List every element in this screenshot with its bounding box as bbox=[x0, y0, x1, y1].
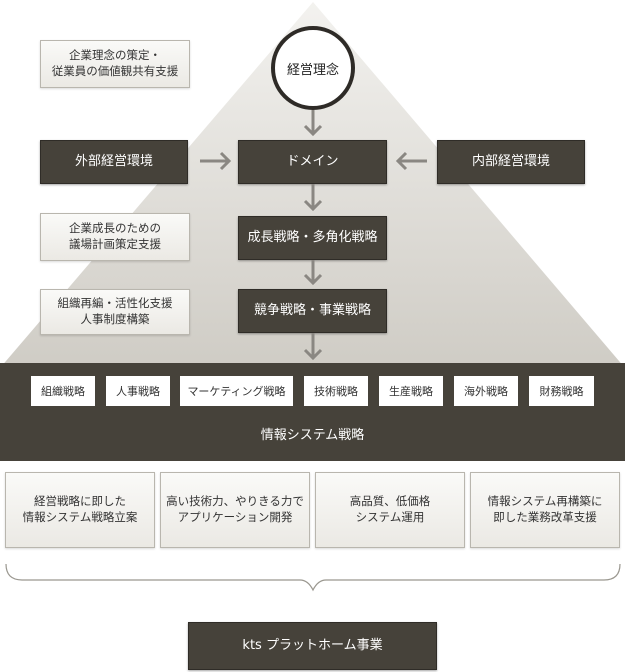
arrowhead-external-to-domain bbox=[219, 151, 232, 171]
arrowhead-competitive-to-band bbox=[303, 348, 323, 361]
arrowhead-philosophy-to-domain bbox=[303, 124, 323, 137]
arrowhead-growth-to-competitive bbox=[303, 273, 323, 286]
strategy-chip-organization: 組織戦略 bbox=[31, 376, 95, 406]
philosophy-support-note: 企業理念の策定・ 従業員の価値観共有支援 bbox=[40, 40, 190, 88]
strategy-chip-overseas: 海外戦略 bbox=[454, 376, 518, 406]
grouping-brace bbox=[5, 563, 621, 592]
domain-box: ドメイン bbox=[238, 140, 387, 184]
service-system-operation: 高品質、低価格 システム運用 bbox=[315, 472, 465, 548]
management-philosophy-circle: 経営理念 bbox=[271, 26, 355, 110]
arrowhead-internal-to-domain bbox=[395, 151, 408, 171]
strategy-chip-finance: 財務戦略 bbox=[529, 376, 594, 406]
reorganization-support-note: 組織再編・活性化支援 人事制度構築 bbox=[40, 289, 190, 335]
strategy-chip-production: 生産戦略 bbox=[379, 376, 443, 406]
information-system-strategy-label: 情報システム戦略 bbox=[260, 428, 365, 443]
external-environment-box: 外部経営環境 bbox=[40, 140, 188, 184]
strategy-chip-hr: 人事戦略 bbox=[106, 376, 170, 406]
service-strategy-planning: 経営戦略に即した 情報システム戦略立案 bbox=[5, 472, 155, 548]
kts-platform-business-box: kts プラットホーム事業 bbox=[188, 622, 437, 670]
arrowhead-domain-to-growth bbox=[303, 199, 323, 212]
management-philosophy-label: 経営理念 bbox=[286, 62, 339, 78]
service-business-reform: 情報システム再構築に 即した業務改革支援 bbox=[470, 472, 620, 548]
competitive-strategy-box: 競争戦略・事業戦略 bbox=[238, 289, 387, 333]
strategy-chip-marketing: マーケティング戦略 bbox=[180, 376, 293, 406]
internal-environment-box: 内部経営環境 bbox=[437, 140, 585, 184]
strategy-chip-technology: 技術戦略 bbox=[304, 376, 368, 406]
growth-plan-support-note: 企業成長のための 議場計画策定支援 bbox=[40, 213, 190, 261]
service-application-development: 高い技術力、やりきる力で アプリケーション開発 bbox=[160, 472, 310, 548]
growth-strategy-box: 成長戦略・多角化戦略 bbox=[238, 216, 387, 260]
